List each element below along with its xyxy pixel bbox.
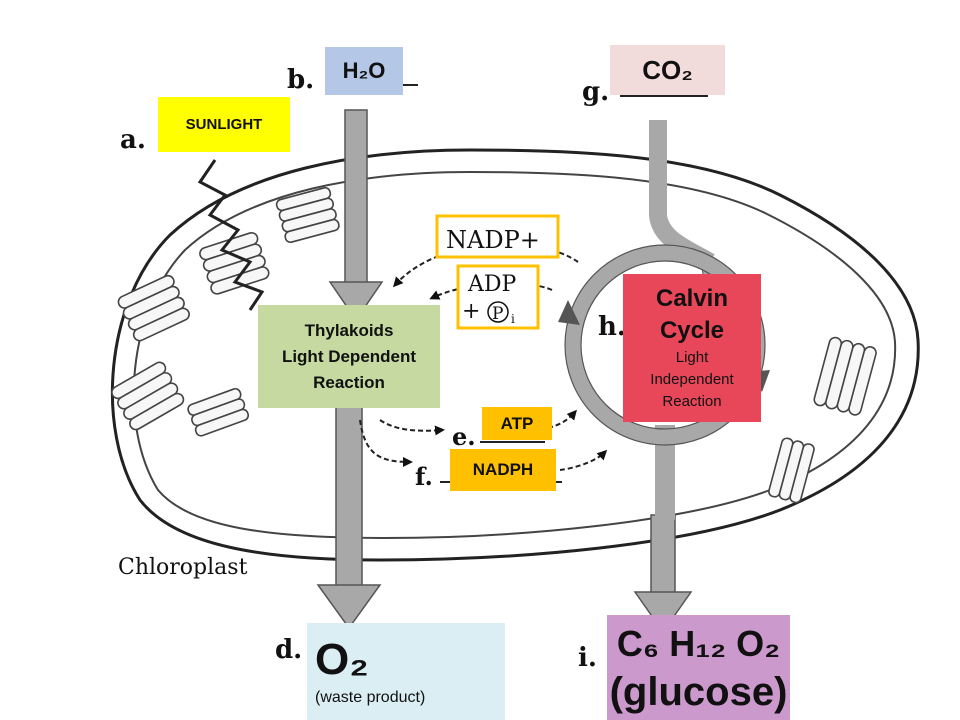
glucose-formula: C₆ H₁₂ O₂ (616, 622, 781, 664)
letter-a: a. (120, 125, 146, 155)
atp-text: ATP (500, 413, 534, 433)
calvin-cycle-box: Calvin Cycle Light Independent Reaction (623, 274, 761, 422)
glucose-box: C₆ H₁₂ O₂ (glucose) (607, 615, 790, 720)
sunlight-text: SUNLIGHT (185, 116, 263, 133)
oxygen-note: (waste product) (315, 688, 426, 706)
letter-e: e. (452, 422, 476, 451)
thylakoids-box: Thylakoids Light Dependent Reaction (258, 305, 440, 408)
adp-highlight (456, 264, 540, 330)
phosphate-p: P (492, 304, 503, 324)
letter-d: d. (275, 635, 302, 665)
nadph-box: NADPH (450, 449, 556, 491)
calvin-line5: Reaction (662, 393, 722, 410)
phosphate-plus: + (462, 299, 480, 324)
sunlight-ray (197, 159, 265, 311)
chloroplast-inner-membrane (132, 170, 897, 540)
nadp-highlight (435, 214, 560, 259)
co2-text: CO₂ (642, 54, 693, 85)
nadp-plus-label: NADP+ (446, 226, 540, 254)
water-box: H₂O (325, 47, 403, 95)
thylakoids-line3: Reaction (313, 372, 385, 392)
letter-f: f. (415, 462, 433, 491)
letter-b: b. (287, 65, 314, 95)
thylakoids-line1: Thylakoids (304, 320, 394, 340)
adp-label: ADP (467, 272, 517, 297)
calvin-line1: Calvin (655, 285, 729, 312)
letter-g: g. (582, 77, 609, 107)
calvin-line4: Independent (650, 371, 734, 388)
oxygen-formula: O₂ (315, 634, 369, 684)
grana-stacks (111, 186, 877, 504)
phosphate-circle (487, 301, 509, 323)
co2-box: CO₂ (610, 45, 725, 95)
chloroplast-label: Chloroplast (118, 555, 248, 580)
thylakoids-line2: Light Dependent (281, 346, 417, 366)
atp-box: ATP (482, 407, 552, 440)
sunlight-box: SUNLIGHT (158, 97, 290, 152)
nadph-text: NADPH (472, 460, 534, 479)
glucose-note: (glucose) (609, 669, 788, 714)
chloroplast-outer-membrane (110, 148, 920, 562)
calvin-line3: Light (675, 349, 709, 366)
oxygen-box: O₂ (waste product) (307, 623, 505, 720)
water-text: H₂O (342, 58, 386, 83)
letter-h: h. (598, 312, 626, 342)
calvin-line2: Cycle (659, 317, 725, 344)
gray-flow-arrows (316, 109, 693, 634)
phosphate-sub: i (511, 312, 515, 326)
letter-i: i. (578, 643, 597, 673)
